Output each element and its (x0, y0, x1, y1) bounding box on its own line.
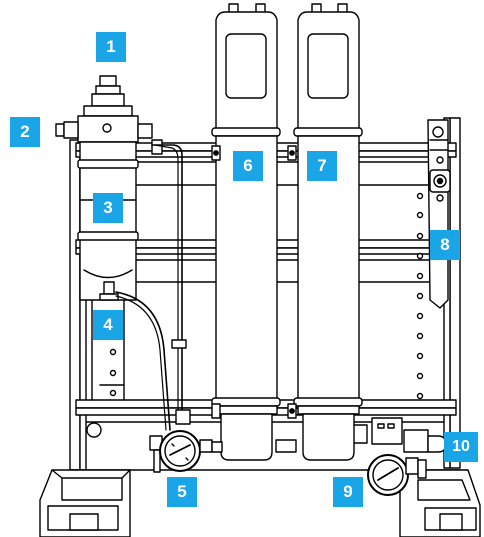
membrane-vessel-1 (211, 3, 281, 461)
mounting-bracket (427, 119, 451, 309)
right-foot (399, 469, 481, 537)
callout-9: 9 (333, 477, 363, 507)
callout-8: 8 (430, 230, 460, 260)
outlet-pressure-gauge (367, 417, 427, 496)
callout-2: 2 (10, 117, 40, 147)
callout-1: 1 (96, 32, 126, 62)
outlet-valve (403, 429, 447, 453)
inlet-pressure-gauge (149, 430, 297, 473)
membrane-vessel-2 (293, 3, 363, 461)
callout-6: 6 (233, 151, 263, 181)
callout-10: 10 (444, 432, 478, 462)
left-foot (39, 469, 131, 537)
callout-5: 5 (167, 477, 197, 507)
callout-4: 4 (93, 310, 123, 340)
callout-3: 3 (93, 193, 123, 223)
callout-7: 7 (307, 151, 337, 181)
